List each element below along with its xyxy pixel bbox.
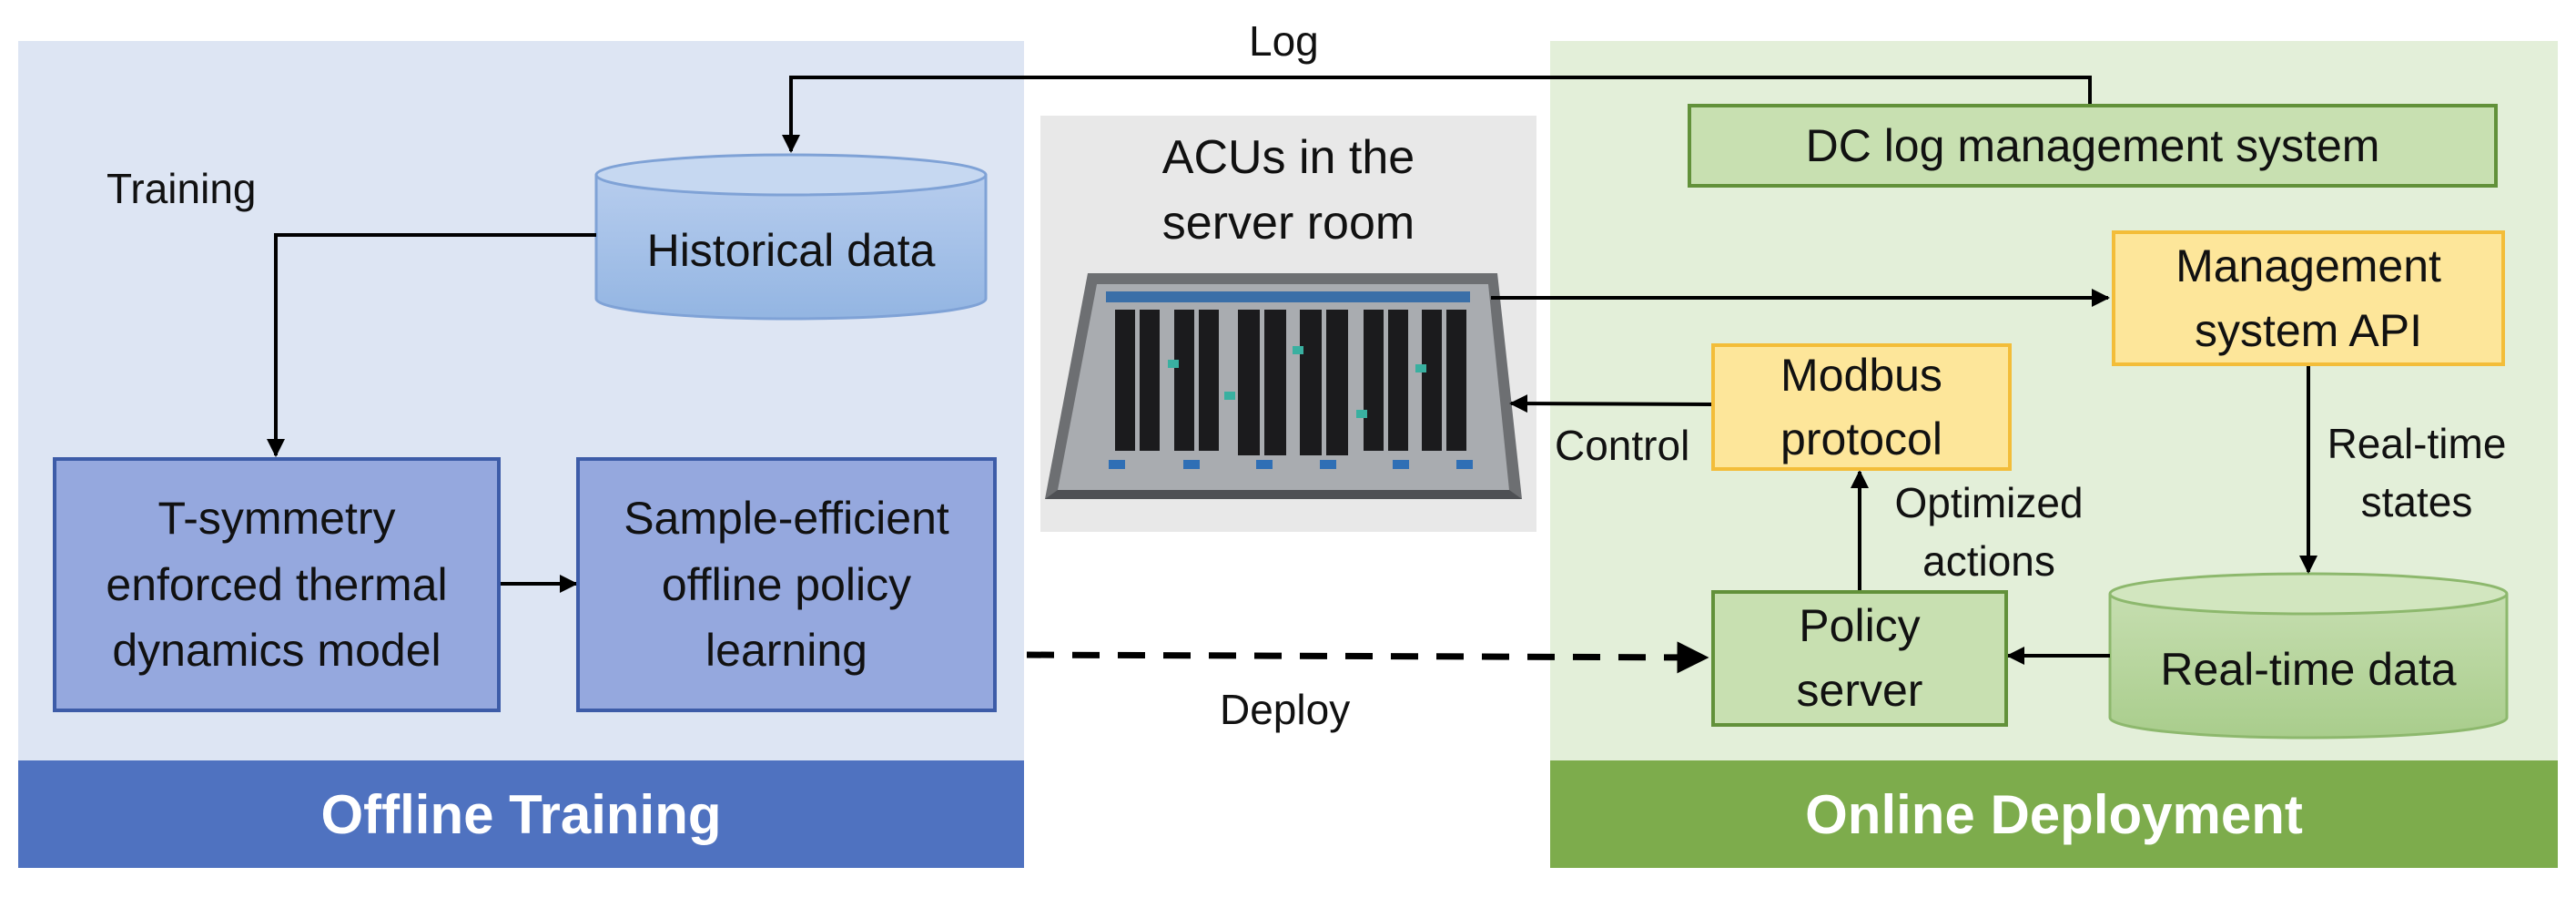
realtime-data-cylinder <box>2108 572 2509 740</box>
management-api-box: Management system API <box>2112 230 2505 366</box>
dc-log-management-box: DC log management system <box>1688 104 2498 188</box>
control-arrow <box>1509 394 1712 413</box>
modbus-protocol-box: Modbus protocol <box>1711 343 2012 471</box>
server-room-title: ACUs in the server room <box>1161 131 1415 250</box>
deploy-label: Deploy <box>1220 686 1351 733</box>
t-symmetry-model-box: T-symmetry enforced thermal dynamics mod… <box>53 457 501 712</box>
online-deployment-band: Online Deployment <box>1550 760 2558 868</box>
offline-training-band: Offline Training <box>18 760 1024 868</box>
training-arrow <box>267 233 596 457</box>
historical-data-cylinder <box>594 153 988 321</box>
realtime-states-label: Real-time states <box>2327 420 2507 526</box>
server-room-illustration <box>1045 273 1522 499</box>
realtime-data-label: Real-time data <box>2160 644 2457 695</box>
policy-server-box: Policy server <box>1711 590 2008 727</box>
log-arrow <box>782 76 2092 153</box>
log-label: Log <box>1249 17 1319 65</box>
optimized-actions-label: Optimized actions <box>1894 479 2084 586</box>
control-label: Control <box>1555 422 1690 469</box>
offline-policy-learning-box: Sample-efficient offline policy learning <box>576 457 997 712</box>
training-label: Training <box>106 165 257 212</box>
deploy-arrow <box>1026 641 1709 674</box>
historical-data-label: Historical data <box>646 225 936 276</box>
